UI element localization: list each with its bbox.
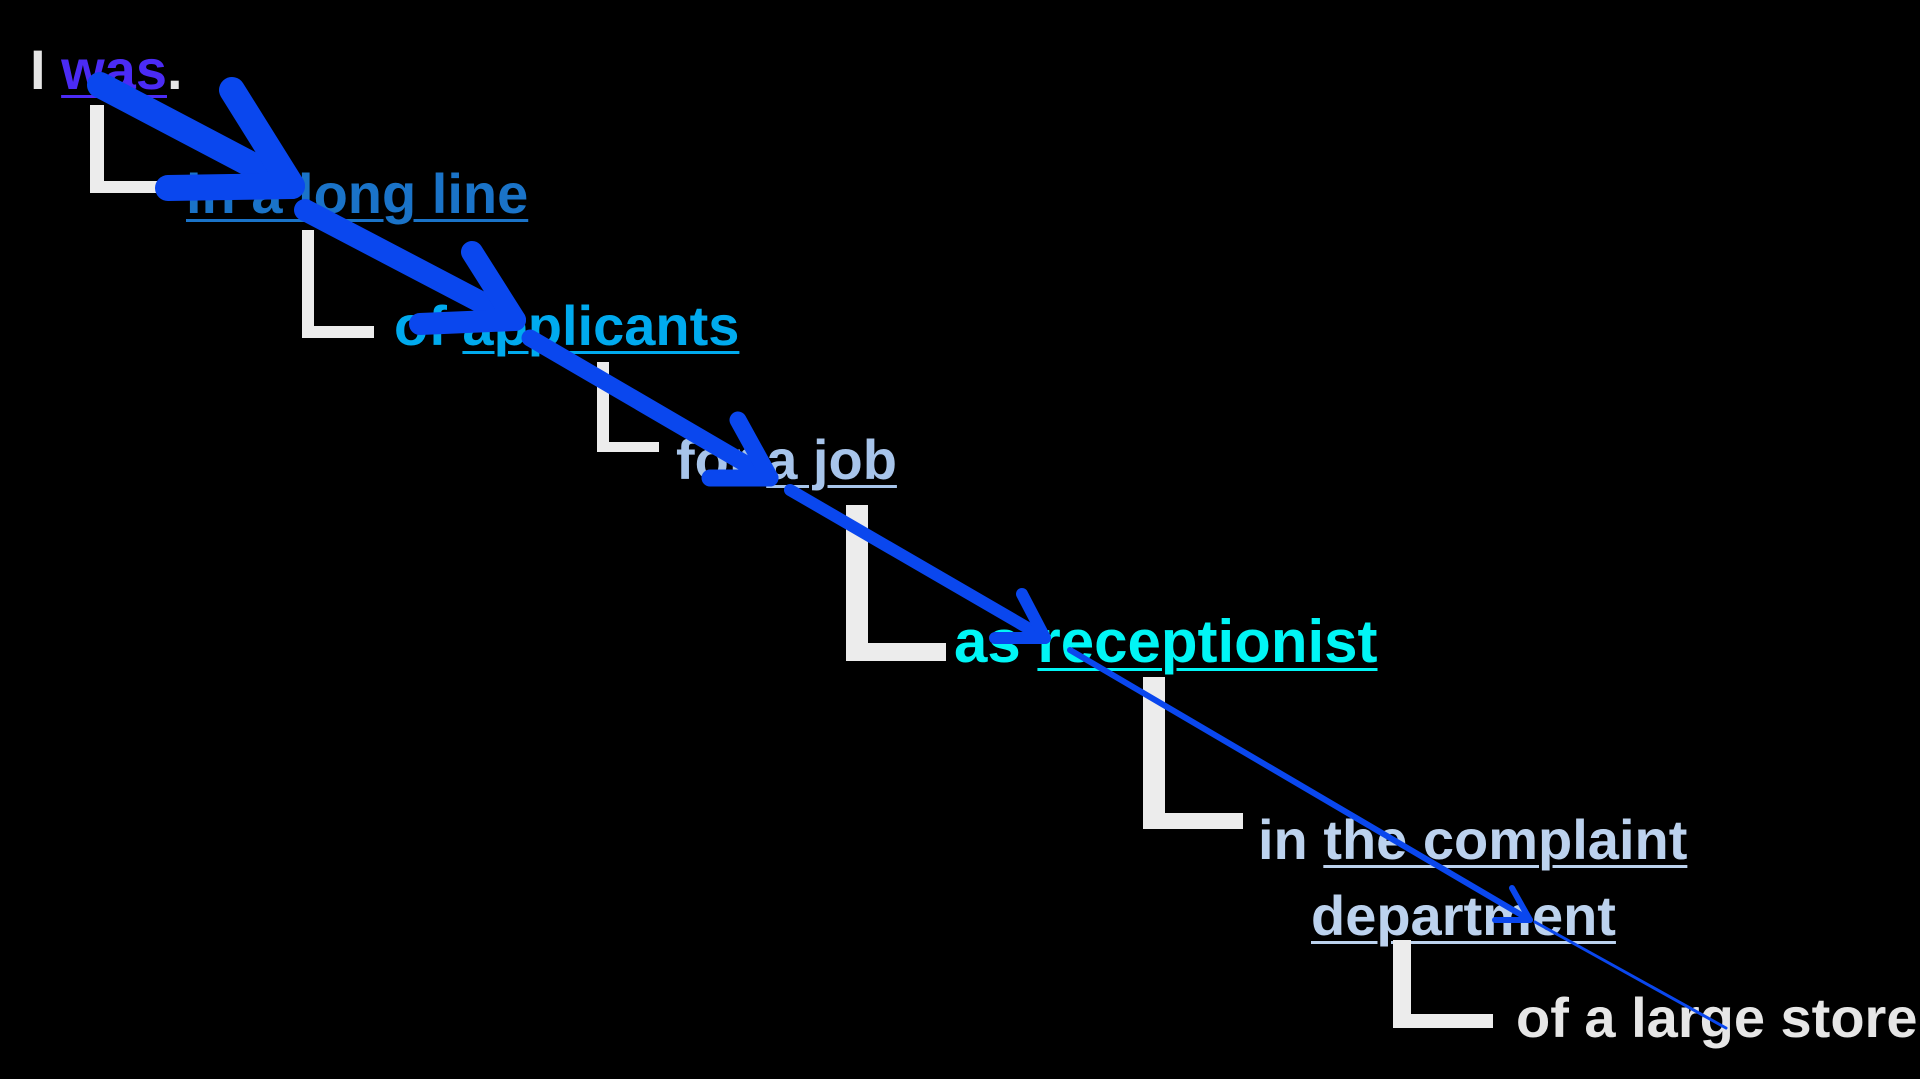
bracket-1 bbox=[90, 105, 166, 193]
phrase-head: a job bbox=[766, 428, 897, 491]
phrase-head: applicants bbox=[462, 294, 740, 357]
phrase-prefix: in bbox=[1258, 808, 1324, 871]
phrase-head: department bbox=[1311, 884, 1616, 947]
phrase-in-the-complaint: in the complaint bbox=[1258, 812, 1687, 868]
phrase-prefix: of bbox=[394, 294, 463, 357]
period: . bbox=[166, 38, 183, 101]
phrase-text: of a large store bbox=[1516, 986, 1918, 1049]
bracket-2 bbox=[302, 230, 374, 338]
bracket-6 bbox=[1393, 940, 1493, 1028]
phrase-in-a-long-line: in a long line bbox=[186, 166, 528, 222]
line-subject-verb: I was. bbox=[30, 42, 183, 98]
verb-word: was bbox=[61, 38, 167, 101]
bracket-3 bbox=[597, 362, 659, 452]
phrase-head: the complaint bbox=[1323, 808, 1688, 871]
phrase-of-applicants: of applicants bbox=[394, 298, 739, 354]
phrase-head: receptionist bbox=[1037, 608, 1378, 675]
phrase-prefix: as bbox=[954, 608, 1038, 675]
subject-word: I bbox=[30, 38, 46, 101]
bracket-4 bbox=[846, 505, 946, 661]
phrase-department: department bbox=[1311, 888, 1616, 944]
phrase-of-a-large-store: of a large store bbox=[1516, 990, 1917, 1046]
phrase-prefix: for bbox=[676, 428, 767, 491]
bracket-5 bbox=[1143, 677, 1243, 829]
arrow-5 bbox=[1067, 647, 1533, 923]
phrase-as-receptionist: as receptionist bbox=[954, 612, 1378, 672]
phrase-text: in a long line bbox=[186, 162, 529, 225]
phrase-for-a-job: for a job bbox=[676, 432, 897, 488]
